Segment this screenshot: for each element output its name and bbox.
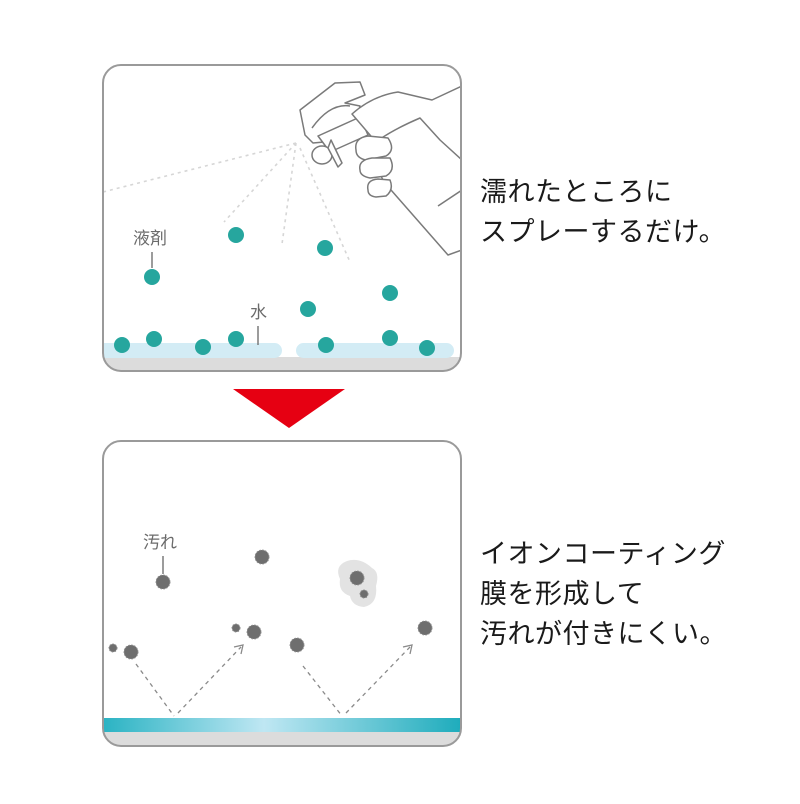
water-puddle-right — [296, 343, 454, 358]
floor-surface — [103, 731, 461, 746]
caption-line: スプレーするだけ。 — [480, 217, 727, 248]
coating-caption: イオンコーティング 膜を形成して 汚れが付きにくい。 — [480, 535, 727, 655]
spray-panel: 液剤 水 — [102, 64, 462, 372]
spray-caption: 濡れたところに スプレーするだけ。 — [480, 173, 726, 253]
water-label: 水 — [250, 303, 267, 323]
down-triangle-arrow-icon — [233, 389, 345, 428]
coating-panel: 汚れ — [102, 440, 462, 747]
floor-surface — [103, 357, 461, 371]
coating-panel-frame — [102, 440, 462, 747]
caption-line: 濡れたところに — [480, 177, 673, 208]
spray-panel-frame — [102, 64, 462, 372]
ion-coating-film — [103, 718, 461, 732]
spray-bottle-hand-icon — [299, 81, 461, 256]
caption-line: 膜を形成して — [480, 579, 645, 610]
caption-line: イオンコーティング — [480, 539, 726, 570]
agent-droplets — [114, 227, 435, 356]
arrowheads — [233, 644, 413, 655]
agent-label: 液剤 — [133, 229, 167, 249]
dirt-particles — [108, 549, 433, 660]
bounce-trajectories — [135, 646, 411, 717]
spray-mist-lines — [103, 142, 351, 263]
caption-line: 汚れが付きにくい。 — [480, 619, 727, 650]
dirt-label: 汚れ — [143, 533, 177, 553]
